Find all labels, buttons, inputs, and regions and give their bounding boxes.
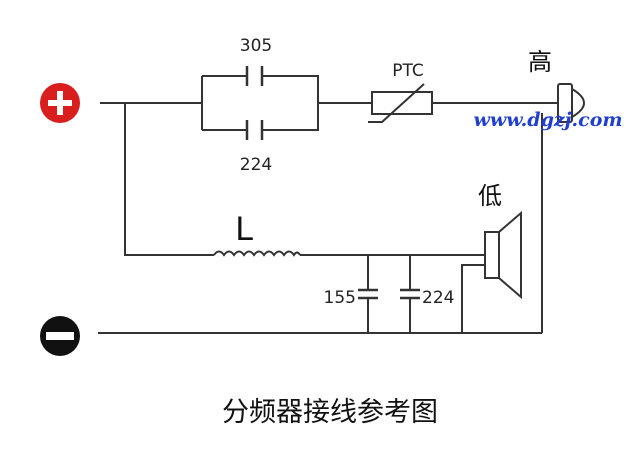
inductor-icon — [213, 250, 301, 257]
tweeter-speaker-icon — [557, 83, 585, 123]
capacitor-305 — [245, 66, 264, 86]
capacitor-155-label: 155 — [324, 288, 356, 308]
woofer-speaker-icon — [484, 210, 522, 300]
ptc-label: PTC — [392, 61, 424, 81]
capacitor-305-label: 305 — [240, 36, 272, 56]
positive-terminal-icon — [40, 83, 80, 123]
negative-terminal-icon — [40, 316, 80, 356]
inductor-label: L — [235, 210, 253, 248]
capacitor-224-low-label: 224 — [422, 288, 454, 308]
diagram-title: 分频器接线参考图 — [222, 397, 438, 428]
capacitor-224-parallel — [245, 120, 264, 140]
wires — [98, 75, 558, 334]
capacitor-224-label: 224 — [240, 155, 272, 175]
watermark: www.dgzj.com — [474, 109, 623, 131]
tweeter-label: 高 — [528, 48, 552, 76]
woofer-label: 低 — [478, 182, 502, 210]
capacitor-155 — [358, 288, 378, 300]
ptc-thermistor-icon — [368, 83, 433, 123]
capacitor-224-low — [400, 288, 420, 300]
